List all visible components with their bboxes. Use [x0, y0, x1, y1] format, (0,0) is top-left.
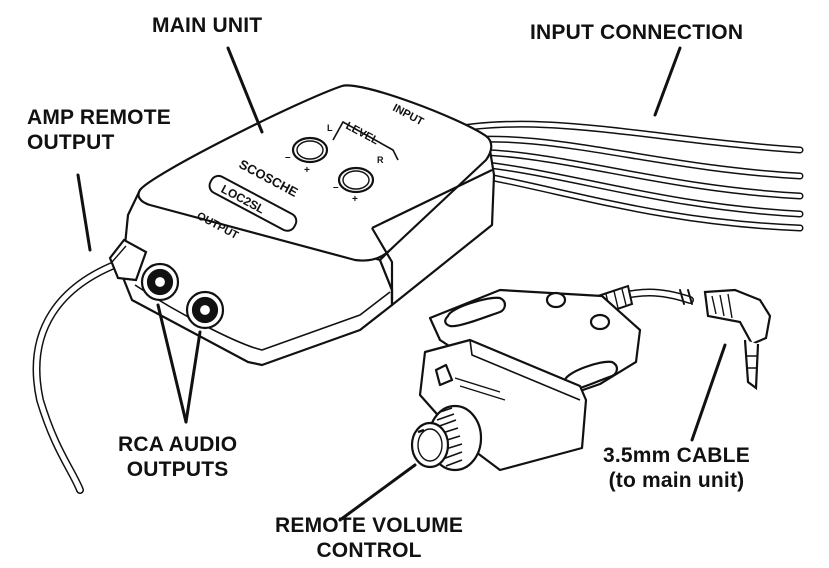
main-unit-body — [120, 84, 496, 367]
right-channel-print: R — [377, 155, 384, 165]
label-remote-volume: REMOTE VOLUME CONTROL — [275, 513, 463, 563]
left-channel-print: L — [327, 123, 333, 133]
label-main-unit: MAIN UNIT — [152, 14, 263, 37]
label-rca-line2: OUTPUTS — [126, 458, 229, 481]
label-remote-line1: REMOTE VOLUME — [275, 514, 464, 537]
amp-remote-jack — [108, 238, 148, 282]
label-rca-line1: RCA AUDIO — [118, 433, 238, 456]
leader-input-connection — [653, 46, 682, 117]
label-cable-line2: (to main unit) — [608, 469, 745, 492]
leader-amp-remote — [76, 173, 92, 252]
leader-rca-left — [156, 303, 188, 424]
minus-print-left: – — [285, 152, 291, 163]
minus-print-right: – — [333, 182, 339, 193]
label-input-connection: INPUT CONNECTION — [530, 21, 744, 44]
leader-lines — [76, 46, 727, 522]
amp-remote-wire — [32, 258, 126, 494]
plus-print-left: + — [304, 165, 310, 176]
label-cable: 3.5mm CABLE (to main unit) — [603, 443, 750, 493]
label-cable-line1: 3.5mm CABLE — [603, 444, 750, 467]
mini-jack-plug — [703, 288, 772, 391]
leader-main-unit — [226, 46, 264, 134]
label-rca-outputs: RCA AUDIO OUTPUTS — [118, 432, 237, 482]
label-remote-line2: CONTROL — [316, 539, 422, 562]
plus-print-right: + — [352, 194, 358, 205]
level-knobs — [291, 120, 399, 194]
volume-knob — [410, 404, 483, 472]
label-amp-remote: AMP REMOTE OUTPUT — [27, 105, 171, 155]
leader-cable — [690, 343, 727, 442]
label-amp-remote-line1: AMP REMOTE — [27, 106, 171, 129]
leader-remote-volume — [338, 463, 417, 522]
rca-jacks — [140, 262, 225, 330]
leader-rca-right — [184, 330, 202, 424]
label-amp-remote-line2: OUTPUT — [27, 131, 115, 154]
